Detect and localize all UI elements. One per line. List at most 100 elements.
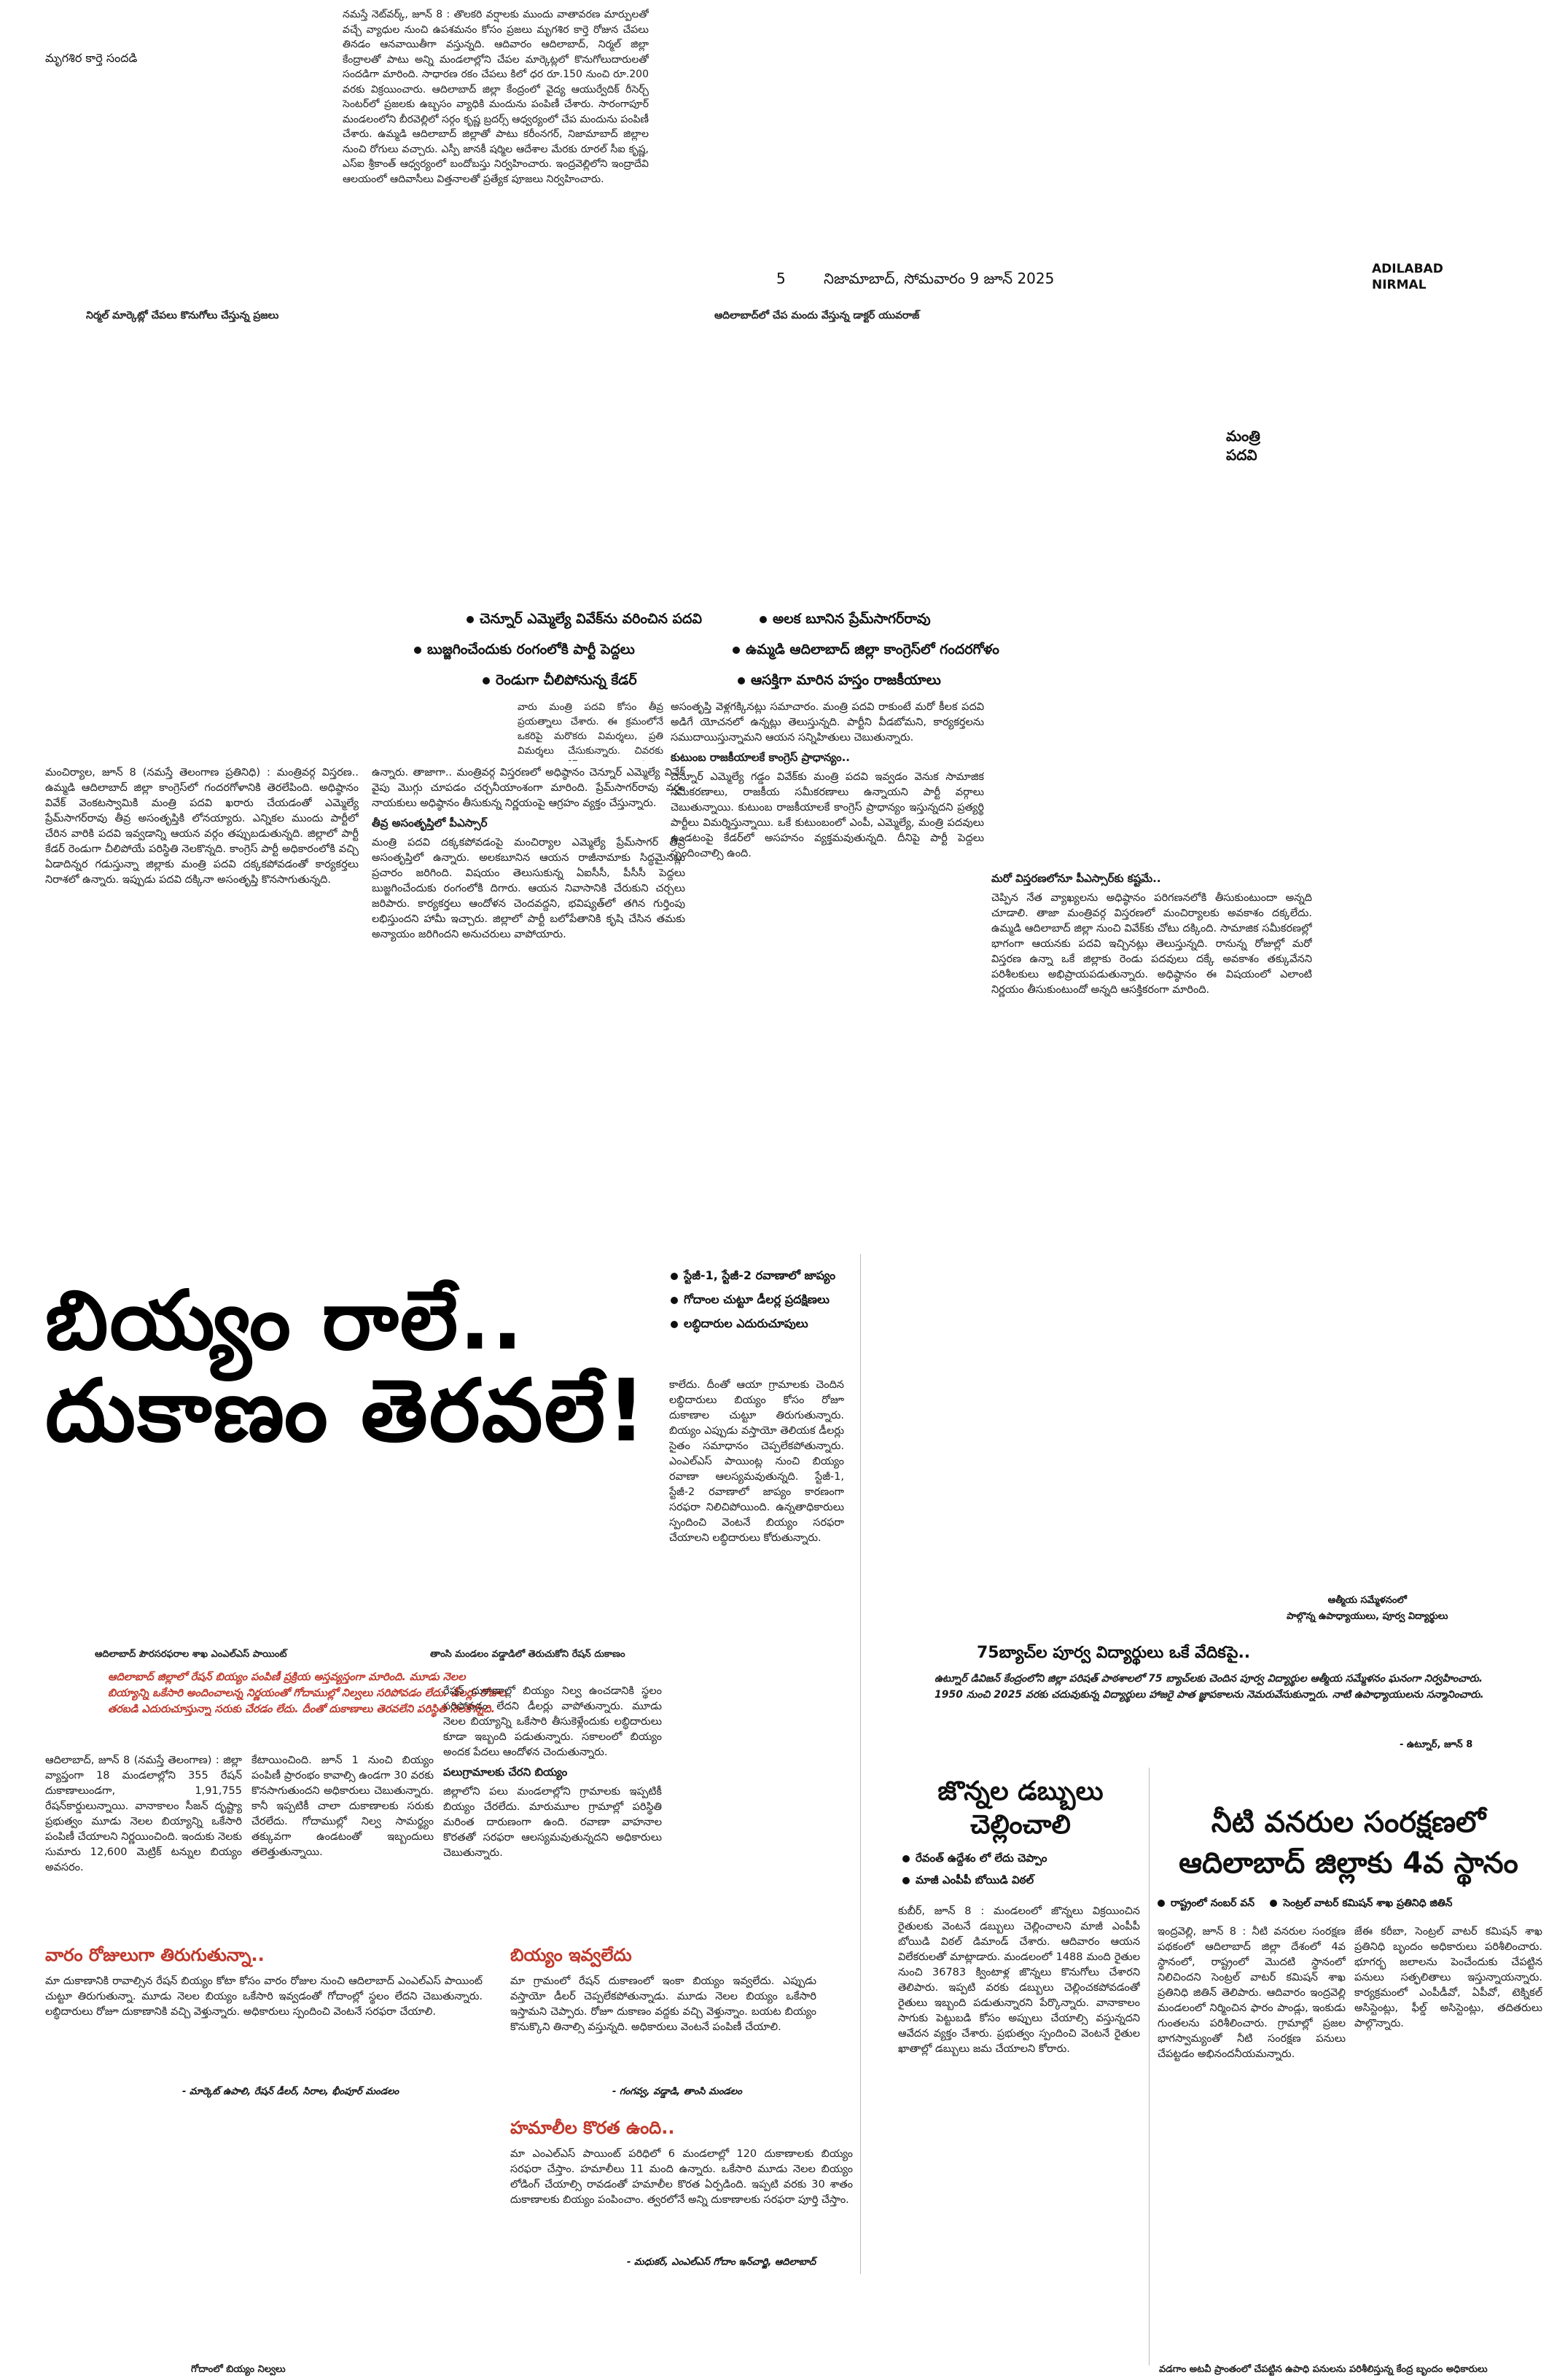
jowar-bullets: రేవంత్ ఉద్దేశం లో లేదు చెప్పాం మాజీ ఎంపీ… xyxy=(902,1852,1143,1889)
jowar-headline: జొన్నల డబ్బులు చెల్లించాలి xyxy=(897,1775,1144,1842)
water-headline-line-2: ఆదిలాబాద్ జిల్లాకు 4వ స్థానం xyxy=(1179,1846,1518,1880)
bullet-dot-icon xyxy=(733,646,740,654)
bullet-dot-icon xyxy=(760,615,767,623)
edition-label: ADILABAD NIRMAL xyxy=(1372,261,1443,293)
bullet-dot-icon xyxy=(483,676,490,684)
water-bullet-2: సెంట్రల్ వాటర్ కమిషన్ శాఖ ప్రతినిధి జితి… xyxy=(1270,1897,1453,1909)
rice-bullet-3: లబ్ధిదారుల ఎదురుచూపులు xyxy=(671,1316,846,1333)
minister-col-5-text: చెప్పిన నేత వ్యాఖ్యలను అధిష్ఠానం పరిగణనల… xyxy=(991,892,1312,996)
minister-bullet-5-text: రెండుగా చీలిపోనున్న కేడర్ xyxy=(496,672,637,688)
water-headline-line-1: నీటి వనరుల సంరక్షణలో xyxy=(1211,1806,1486,1839)
top-caption-left: నిర్మల్ మార్కెట్లో చేపలు కొనుగోలు చేస్తు… xyxy=(86,310,279,321)
jowar-bullet-1: రేవంత్ ఉద్దేశం లో లేదు చెప్పాం xyxy=(902,1852,1143,1868)
minister-bullet-1: చెన్నూర్ ఎమ్మెల్యే వివేక్‌ను వరించిన పదవ… xyxy=(467,611,702,631)
rice-body-col-3-text: రేషన్ దుకాణాల్లో బియ్యం నిల్వ ఉంచడానికి … xyxy=(443,1685,662,1758)
minister-bullet-4-text: ఉమ్మడి ఆదిలాబాద్ జిల్లా కాంగ్రెస్‌లో గంద… xyxy=(746,641,999,658)
rice-bullet-2-text: గోదాంల చుట్టూ డీలర్ల ప్రదక్షిణలు xyxy=(684,1292,830,1306)
rice-subhead-1: పలుగ్రామాలకు చేరని బియ్యం xyxy=(443,1766,568,1779)
rice-body-col-3-text-b: జిల్లాలోని పలు మండలాల్లోని గ్రామాలకు ఇప్… xyxy=(443,1786,662,1859)
jowar-bullet-1-text: రేవంత్ ఉద్దేశం లో లేదు చెప్పాం xyxy=(916,1852,1047,1865)
minister-col-4-text-b: చెన్నూర్ ఎమ్మెల్యే గడ్డం వివేక్‌కు మంత్ర… xyxy=(671,771,984,859)
bullet-dot-icon xyxy=(671,1272,678,1280)
rice-sec3-body: మా ఎంఎల్‌ఎస్ పాయింట్ పరిధిలో 6 మండలాల్లో… xyxy=(510,2148,853,2206)
water-body-col-2: జేఈ కరీబా, సెంట్రల్ వాటర్ కమిషన్ శాఖ ప్ర… xyxy=(1354,1926,1542,2029)
minister-kicker: మంత్రి పదవి xyxy=(1226,426,1260,464)
rice-body-col-4: కాలేదు. దీంతో ఆయా గ్రామాలకు చెందిన లబ్ధి… xyxy=(669,1379,844,1544)
kicker-line-2: పదవి xyxy=(1226,446,1257,464)
minister-col-5: మరో విస్తరణలోనూ పీఎస్సార్‌కు కష్టమే.. చె… xyxy=(991,871,1312,1265)
bullet-dot-icon xyxy=(902,1854,910,1862)
minister-col-3: వారు మంత్రి పదవి కోసం తీవ్ర ప్రయత్నాలు చ… xyxy=(518,701,663,761)
minister-col-4-text: అసంతృప్తి వెళ్లగక్కినట్లు సమాచారం. మంత్ర… xyxy=(671,701,984,744)
rice-caption-left: ఆదిలాబాద్ పౌరసరఫరాల శాఖ ఎంఎల్‌ఎస్ పాయింట… xyxy=(95,1649,287,1660)
alumni-caption-line-1: ఆత్మీయ సమ్మేళనంలో xyxy=(1327,1595,1407,1606)
water-headline: నీటి వనరుల సంరక్షణలో ఆదిలాబాద్ జిల్లాకు … xyxy=(1159,1802,1538,1884)
dateline: నిజామాబాద్, సోమవారం 9 జూన్ 2025 xyxy=(824,270,1055,287)
minister-col-5-subhead: మరో విస్తరణలోనూ పీఎస్సార్‌కు కష్టమే.. xyxy=(991,872,1161,885)
minister-col-4: అసంతృప్తి వెళ్లగక్కినట్లు సమాచారం. మంత్ర… xyxy=(671,700,984,1203)
rice-body-col-1: ఆదిలాబాద్, జూన్ 8 (నమస్తే తెలంగాణ) : జిల… xyxy=(45,1755,242,1873)
alumni-byline: - ఉట్నూర్, జూన్ 8 xyxy=(1400,1739,1473,1750)
edition-line-2: NIRMAL xyxy=(1372,278,1427,292)
page-number: 5 xyxy=(776,270,786,287)
water-bullet-2-text: సెంట్రల్ వాటర్ కమిషన్ శాఖ ప్రతినిధి జితి… xyxy=(1283,1897,1453,1909)
alumni-photo-caption: ఆత్మీయ సమ్మేళనంలో పాల్గొన్న ఉపాధ్యాయులు,… xyxy=(1287,1593,1448,1625)
rice-body-col-2: కేటాయించింది. జూన్ 1 నుంచి బియ్యం పంపిణీ… xyxy=(251,1755,434,1858)
water-bullet-1-text: రాష్ట్రంలో నంబర్ వన్ xyxy=(1171,1897,1255,1909)
kicker-line-1: మంత్రి xyxy=(1226,427,1260,445)
bullet-dot-icon xyxy=(467,615,474,623)
top-caption-right: ఆదిలాబాద్‌లో చేప మందు వేస్తున్న డాక్టర్ … xyxy=(714,310,920,321)
minister-bullet-6-text: ఆసక్తిగా మారిన హస్తం రాజకీయాలు xyxy=(751,672,941,688)
bullet-dot-icon xyxy=(1270,1900,1278,1907)
minister-bullet-5: రెండుగా చీలిపోనున్న కేడర్ xyxy=(483,672,637,692)
alumni-headline: 75బ్యాచ్‌ల పూర్వ విద్యార్థులు ఒకే వేదికప… xyxy=(977,1644,1251,1662)
bullet-dot-icon xyxy=(1158,1900,1165,1907)
bullet-dot-icon xyxy=(738,676,745,684)
bullet-dot-icon xyxy=(671,1320,678,1328)
water-body-col-1: ఇంద్రవెల్లి, జూన్ 8 : నీటి వనరుల సంరక్షణ… xyxy=(1158,1926,1346,2060)
rice-caption-middle: తాంసి మండలం వడ్డాడిలో తెరుచుకోని రేషన్ ద… xyxy=(430,1649,625,1660)
minister-bullet-2: అలక బూనిన ప్రేమ్‌సాగర్‌రావు xyxy=(760,611,931,631)
rice-bullet-1-text: స్టేజీ-1, స్టేజీ-2 రవాణాలో జాప్యం xyxy=(684,1268,836,1282)
rice-bottom-caption: గోదాంలో బియ్యం నిల్వలు xyxy=(191,2364,286,2375)
minister-bullet-3: బుజ్జగించేందుకు రంగంలోకి పార్టీ పెద్దలు xyxy=(414,641,635,661)
section-title: మృగశిర కార్తె సందడి xyxy=(45,51,138,65)
top-story-body: నమస్తే నెట్‌వర్క్, జూన్ 8 : తొలకరి వర్షా… xyxy=(343,9,649,185)
bullet-dot-icon xyxy=(671,1296,678,1304)
alumni-caption-line-2: పాల్గొన్న ఉపాధ్యాయులు, పూర్వ విద్యార్థుల… xyxy=(1287,1611,1448,1622)
rice-body-col-3: రేషన్ దుకాణాల్లో బియ్యం నిల్వ ఉంచడానికి … xyxy=(443,1684,662,1935)
jowar-bullet-2: మాజీ ఎంపీపీ బోయిడి విఠల్ xyxy=(902,1873,1143,1889)
rice-bullet-3-text: లబ్ధిదారుల ఎదురుచూపులు xyxy=(684,1316,808,1330)
water-caption: వడగాం అటవీ ప్రాంతంలో చేపట్టిన ఉపాధి పనుల… xyxy=(1159,2364,1488,2375)
bullet-dot-icon xyxy=(902,1876,910,1884)
minister-col-2: ఉన్నారు. తాజాగా.. మంత్రివర్గ విస్తరణలో అ… xyxy=(372,765,685,1203)
rice-headline-line-1: బియ్యం రాలే.. xyxy=(45,1273,525,1368)
minister-bullet-1-text: చెన్నూర్ ఎమ్మెల్యే వివేక్‌ను వరించిన పదవ… xyxy=(480,611,702,627)
rice-red-lead: ఆదిలాబాద్ జిల్లాలో రేషన్ బియ్యం పంపిణీ ప… xyxy=(108,1671,507,1715)
jowar-bullet-2-text: మాజీ ఎంపీపీ బోయిడి విఠల్ xyxy=(916,1873,1034,1887)
rice-sec1-head: వారం రోజులుగా తిరుగుతున్నా.. xyxy=(45,1945,265,1965)
divider-right xyxy=(1149,1768,1150,2365)
minister-bullet-3-text: బుజ్జగించేందుకు రంగంలోకి పార్టీ పెద్దలు xyxy=(427,641,635,658)
minister-bullet-2-text: అలక బూనిన ప్రేమ్‌సాగర్‌రావు xyxy=(773,611,931,627)
edition-line-1: ADILABAD xyxy=(1372,262,1443,276)
minister-bullet-4: ఉమ్మడి ఆదిలాబాద్ జిల్లా కాంగ్రెస్‌లో గంద… xyxy=(733,641,999,661)
minister-bullet-6: ఆసక్తిగా మారిన హస్తం రాజకీయాలు xyxy=(738,672,941,692)
jowar-headline-line-2: చెల్లించాలి xyxy=(970,1810,1071,1840)
rice-sec2-body: మా గ్రామంలో రేషన్ దుకాణంలో ఇంకా బియ్యం ఇ… xyxy=(510,1975,816,2033)
rice-sec2-byline: - గంగవ్వ, వడ్డాడి, తాంసి మండలం xyxy=(612,2086,742,2097)
rice-bullets: స్టేజీ-1, స్టేజీ-2 రవాణాలో జాప్యం గోదాంల… xyxy=(671,1268,846,1333)
alumni-body: ఉట్నూర్ డివిజన్ కేంద్రంలోని జిల్లా పరిషత… xyxy=(934,1673,1484,1701)
minister-col-2-text-b: మంత్రి పదవి దక్కకపోవడంపై మంచిర్యాల ఎమ్మె… xyxy=(372,837,685,940)
rice-sec1-body: మా దుకాణానికి రావాల్సిన రేషన్ బియ్యం కోట… xyxy=(45,1975,483,2018)
minister-col-2-subhead: తీవ్ర అసంతృప్తిలో పీఎస్సార్ xyxy=(372,816,488,830)
rice-sec3-head: హమాలీల కొరత ఉంది.. xyxy=(510,2118,675,2138)
rice-sec3-byline: - మధుకర్, ఎంఎల్‌ఎస్ గోదాం ఇన్‌చార్జి, ఆద… xyxy=(627,2257,816,2268)
rice-sec1-byline: - మార్కెట్ ఉపాలి, రేషన్ డీలర్, సిరాల, భీ… xyxy=(182,2086,399,2097)
rice-bullet-2: గోదాంల చుట్టూ డీలర్ల ప్రదక్షిణలు xyxy=(671,1292,846,1309)
rice-bullet-1: స్టేజీ-1, స్టేజీ-2 రవాణాలో జాప్యం xyxy=(671,1268,846,1285)
bullet-dot-icon xyxy=(414,646,421,654)
jowar-headline-line-1: జొన్నల డబ్బులు xyxy=(937,1776,1104,1806)
jowar-body: కుబీర్, జూన్ 8 : మండలంలో జొన్నలు విక్రయి… xyxy=(898,1905,1140,2055)
minister-col-4-subhead: కుటుంబ రాజకీయాలకే కాంగ్రెస్ ప్రాధాన్యం.. xyxy=(671,751,850,764)
